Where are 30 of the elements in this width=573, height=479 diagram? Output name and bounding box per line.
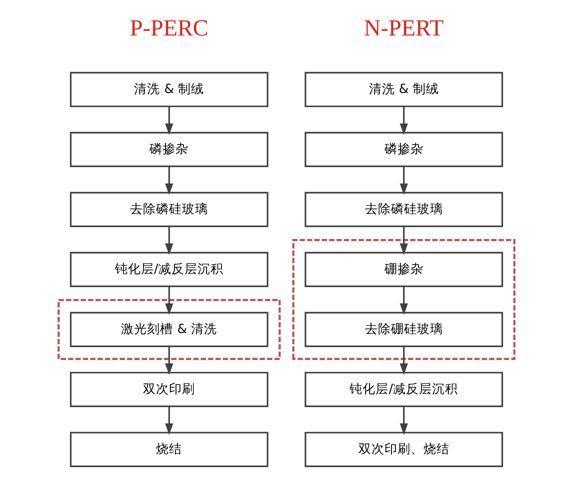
arrow <box>400 166 408 196</box>
node-box: 双次印刷、烧结 <box>304 432 504 468</box>
node-box: 去除磷硅玻璃 <box>304 192 504 228</box>
arrow <box>400 406 408 436</box>
node-box: 磷掺杂 <box>70 132 268 168</box>
arrow <box>165 286 174 316</box>
label: N-PERT <box>364 15 444 42</box>
node-box: 烧结 <box>70 432 268 468</box>
arrow <box>165 346 174 376</box>
node-box: 钝化层/减反层沉积 <box>70 252 268 288</box>
node-box: 激光刻槽 & 清洗 <box>70 312 268 348</box>
node-box: 钝化层/减反层沉积 <box>304 372 504 408</box>
arrow <box>165 166 174 196</box>
arrow <box>165 106 174 136</box>
cluster <box>292 238 516 360</box>
node-box: 清洗 & 制绒 <box>304 72 504 108</box>
node-box: 清洗 & 制绒 <box>70 72 268 108</box>
node-box: 硼掺杂 <box>304 252 504 288</box>
cluster <box>58 298 281 360</box>
node-box: 去除硼硅玻璃 <box>304 312 504 348</box>
arrow <box>400 346 408 376</box>
arrow <box>400 226 408 256</box>
label: P-PERC <box>130 15 208 42</box>
arrow <box>165 226 174 256</box>
node-box: 去除磷硅玻璃 <box>70 192 268 228</box>
node-box: 双次印刷 <box>70 372 268 408</box>
arrow <box>165 406 174 436</box>
arrow <box>400 106 408 136</box>
node-box: 磷掺杂 <box>304 132 504 168</box>
arrow <box>400 286 408 316</box>
